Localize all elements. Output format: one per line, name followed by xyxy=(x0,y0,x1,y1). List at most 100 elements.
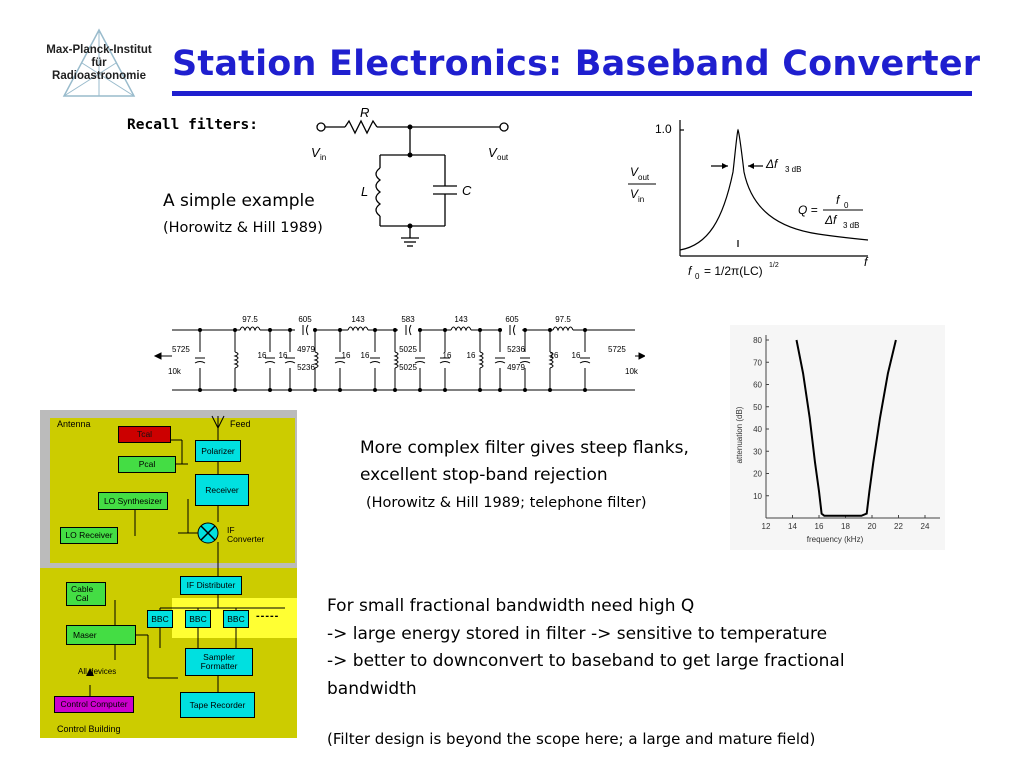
ladder-shunt-value-2: 4979 xyxy=(297,345,315,354)
y-tick-label-2: 30 xyxy=(753,447,762,456)
bbc-block-2[interactable]: BBC xyxy=(185,610,211,628)
ladder-right-cap: 5725 xyxy=(608,345,626,354)
bandwidth-notes: For small fractional bandwidth need high… xyxy=(327,593,927,703)
ladder-shunt-value-7: 5025 xyxy=(399,363,417,372)
ladder-top-value-1: 605 xyxy=(298,315,312,324)
control-building-label: Control Building xyxy=(57,724,121,734)
x-tick-label-1: 14 xyxy=(788,522,797,531)
ladder-shunt-value-8: 16 xyxy=(443,351,452,360)
f0-sub: 0 xyxy=(695,272,700,281)
antenna-label: Antenna xyxy=(57,419,91,429)
resonance-curve-plot: 1.0 V out V in Δf 3 dB Q = f 0 Δf 3 dB f… xyxy=(628,120,869,281)
feed-label: Feed xyxy=(230,419,251,429)
complex-filter-text-2: excellent stop-band rejection xyxy=(360,465,608,485)
citation-complex: (Horowitz & Hill 1989; telephone filter) xyxy=(366,495,647,511)
x-tick-label-4: 20 xyxy=(868,522,877,531)
attenuation-series-line xyxy=(795,339,897,517)
logo-line-3: Radioastronomie xyxy=(52,70,146,82)
q-denominator: Δf xyxy=(824,213,838,227)
citation-simple: (Horowitz & Hill 1989) xyxy=(163,220,323,236)
all-devices-label: All devices xyxy=(78,667,117,676)
scope-note: (Filter design is beyond the scope here;… xyxy=(327,730,816,748)
q-denominator-sub: 3 dB xyxy=(843,221,859,230)
ladder-top-value-6: 97.5 xyxy=(555,315,571,324)
ladder-shunt-value-12: 16 xyxy=(550,351,559,360)
ladder-shunt-value-5: 16 xyxy=(361,351,370,360)
control-computer-block[interactable]: Control Computer xyxy=(54,696,134,713)
cable-cal-block[interactable]: Cable Cal xyxy=(66,582,106,606)
x-axis-label: f xyxy=(864,255,869,269)
q-numerator: f xyxy=(836,193,841,207)
complex-filter-text-1: More complex filter gives steep flanks, xyxy=(360,438,689,458)
pcal-block[interactable]: Pcal xyxy=(118,456,176,473)
ladder-shunt-value-3: 5236 xyxy=(297,363,315,372)
ladder-top-value-0: 97.5 xyxy=(242,315,258,324)
vout-label: V xyxy=(488,145,498,160)
tcal-block[interactable]: Tcal xyxy=(118,426,171,443)
ladder-shunt-value-13: 16 xyxy=(572,351,581,360)
y-tick-label-7: 80 xyxy=(753,336,762,345)
capacitor-label: C xyxy=(462,183,472,198)
x-tick-label-2: 16 xyxy=(815,522,824,531)
x-tick-label-5: 22 xyxy=(894,522,903,531)
ladder-shunt-value-10: 5236 xyxy=(507,345,525,354)
y-label-vin-sub: in xyxy=(638,195,644,204)
lo-synthesizer-block[interactable]: LO Synthesizer xyxy=(98,492,168,510)
f0-exponent: 1/2 xyxy=(769,262,779,269)
block-diagram-connections xyxy=(86,415,285,698)
recall-filters-label: Recall filters: xyxy=(127,117,258,133)
vin-label: V xyxy=(311,145,321,160)
ladder-left-cap: 5725 xyxy=(172,345,190,354)
bbc-block-1[interactable]: BBC xyxy=(147,610,173,628)
simple-example-text: A simple example xyxy=(163,191,315,211)
tape-recorder-block[interactable]: Tape Recorder xyxy=(180,692,255,718)
ladder-right-resistor: 10k xyxy=(625,367,639,376)
rlc-circuit-diagram: R L C V in V out xyxy=(311,105,509,247)
y-tick-label-6: 70 xyxy=(753,358,762,367)
polarizer-block[interactable]: Polarizer xyxy=(195,440,241,462)
x-axis-label: frequency (kHz) xyxy=(807,535,864,544)
y-tick-1: 1.0 xyxy=(655,122,672,136)
bandwidth-note-1: For small fractional bandwidth need high… xyxy=(327,596,695,616)
q-label: Q = xyxy=(798,203,818,217)
bbc-continuation-dashes: ----- xyxy=(256,610,280,622)
logo-line-1: Max-Planck-Institut xyxy=(46,44,152,56)
y-tick-label-4: 50 xyxy=(753,403,762,412)
bandwidth-note-3: -> better to downconvert to baseband to … xyxy=(327,651,845,671)
f0-label: f xyxy=(688,264,693,278)
title-underline xyxy=(172,91,972,96)
inductor-label: L xyxy=(361,184,368,199)
maser-block[interactable]: Maser xyxy=(66,625,136,645)
mpifr-logo: Max-Planck-Institut für Radioastronomie xyxy=(34,28,164,98)
resistor-label: R xyxy=(360,105,369,120)
ladder-top-value-3: 583 xyxy=(401,315,415,324)
y-tick-label-1: 20 xyxy=(753,470,762,479)
y-label-vout-sub: out xyxy=(638,173,650,182)
ladder-shunt-value-4: 16 xyxy=(342,351,351,360)
ladder-top-value-4: 143 xyxy=(454,315,468,324)
receiver-block[interactable]: Receiver xyxy=(195,474,249,506)
sampler-formatter-block[interactable]: Sampler Formatter xyxy=(185,648,253,676)
ladder-shunt-value-1: 16 xyxy=(279,351,288,360)
logo-triangle-icon xyxy=(62,28,136,97)
bbc-block-3[interactable]: BBC xyxy=(223,610,249,628)
station-block-diagram: Antenna Feed Tcal Pcal Polarizer Receive… xyxy=(40,410,297,738)
x-tick-label-3: 18 xyxy=(841,522,850,531)
y-axis-label: attenuation (dB) xyxy=(735,406,744,463)
y-tick-label-0: 10 xyxy=(753,492,762,501)
y-tick-label-3: 40 xyxy=(753,425,762,434)
y-tick-label-5: 60 xyxy=(753,381,762,390)
ladder-shunt-value-6: 5025 xyxy=(399,345,417,354)
ladder-shunt-value-9: 16 xyxy=(467,351,476,360)
x-tick-label-6: 24 xyxy=(921,522,930,531)
logo-line-2: für xyxy=(91,57,107,69)
if-distributer-block[interactable]: IF Distributer xyxy=(180,576,242,595)
if-converter-label: IF Converter xyxy=(227,525,265,544)
delta-f-sub: 3 dB xyxy=(785,165,801,174)
bandwidth-note-2: -> large energy stored in filter -> sens… xyxy=(327,623,828,644)
vout-sub: out xyxy=(497,153,509,162)
ladder-top-value-2: 143 xyxy=(351,315,365,324)
lo-receiver-block[interactable]: LO Receiver xyxy=(60,527,118,544)
